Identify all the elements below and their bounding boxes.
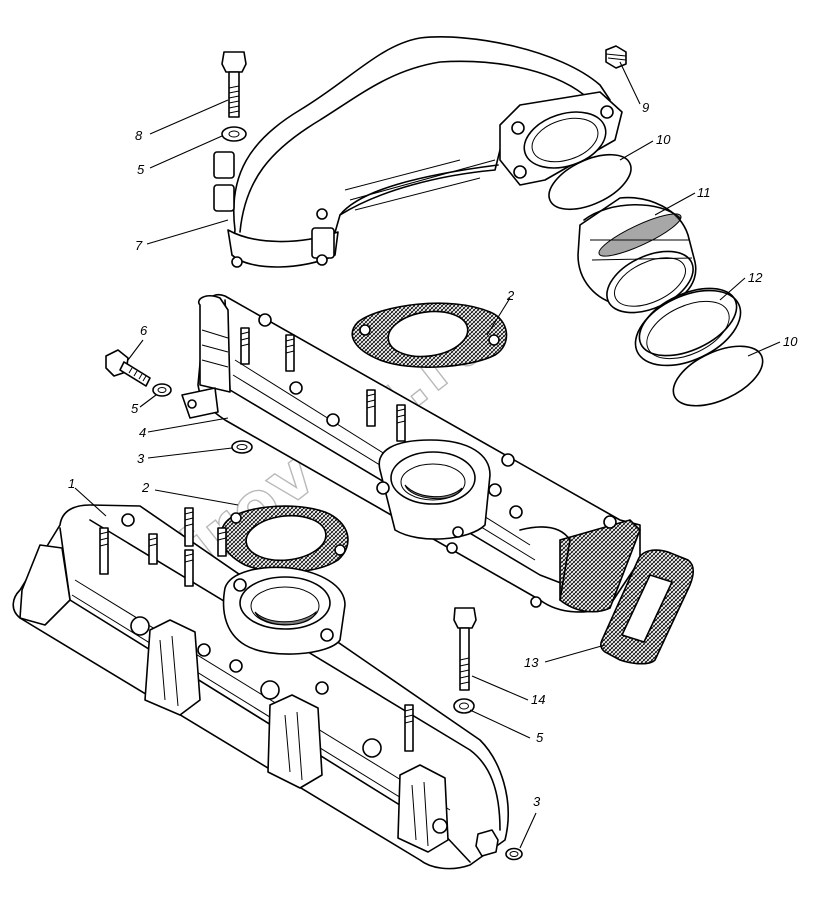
label-9: 9 [642,100,649,115]
label-6: 6 [140,323,148,338]
label-2a: 2 [506,288,515,303]
upper-manifold [181,294,641,613]
callout-labels: 8 5 7 9 10 11 12 10 2 6 5 4 3 2 1 13 14 … [68,100,798,809]
label-10b: 10 [783,334,798,349]
seal-ring-10-upper [548,153,632,211]
gasket-13 [599,549,694,665]
washer-5-top [221,126,247,142]
label-8: 8 [135,128,143,143]
bolt-14 [453,607,477,691]
washer-5-right [453,698,475,714]
seal-ring-12 [634,287,742,367]
gasket-2-lower [220,505,349,573]
gasket-2-upper [351,302,508,368]
washer-5-left [152,383,172,397]
seal-ring-10-lower [672,345,764,407]
leader-lines [74,61,781,849]
label-7: 7 [135,238,143,253]
label-5b: 5 [131,401,139,416]
label-4: 4 [139,425,146,440]
label-3a: 3 [137,451,145,466]
label-12: 12 [748,270,763,285]
label-14: 14 [531,692,545,707]
label-3b: 3 [533,794,541,809]
lower-manifold [12,504,509,870]
elbow-pipe [213,36,623,268]
washer-3-bottom [505,847,523,861]
studs-upper [240,327,406,442]
label-5a: 5 [137,162,145,177]
bolt-8 [221,51,247,118]
sleeve-11 [577,196,697,314]
label-2b: 2 [141,480,150,495]
label-10a: 10 [656,132,671,147]
bolt-6 [105,349,151,387]
label-11: 11 [697,185,711,200]
nut-9 [605,45,627,69]
studs-lower [99,507,414,752]
label-1: 1 [68,476,75,491]
label-5c: 5 [536,730,544,745]
label-13: 13 [524,655,539,670]
washer-3-upper [231,440,253,454]
